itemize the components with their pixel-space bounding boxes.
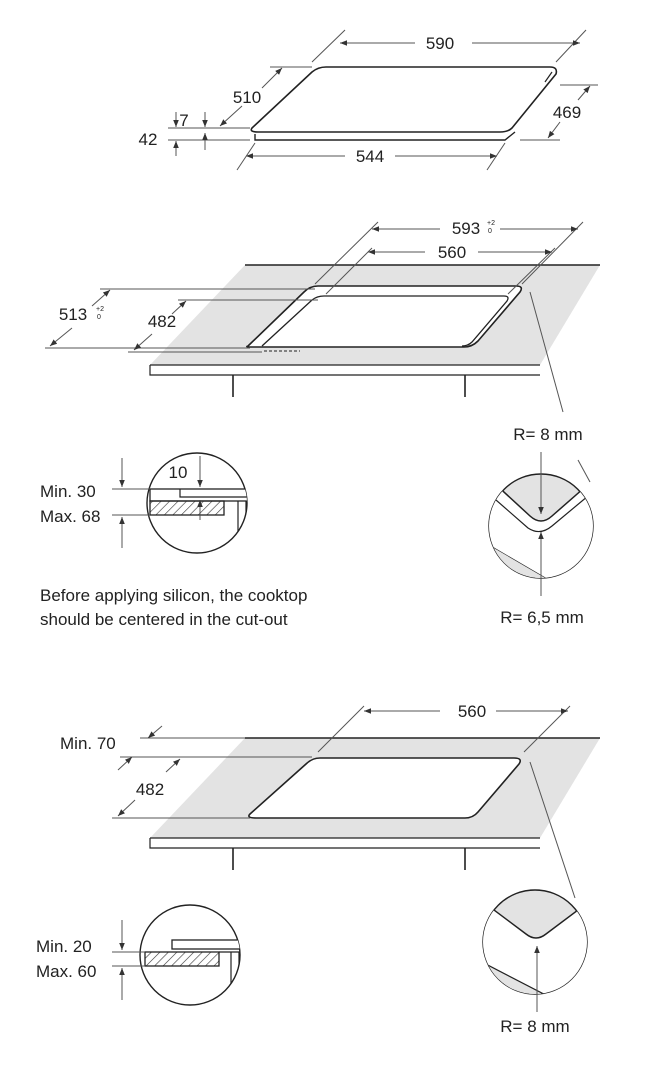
dim-hob-width: 590: [426, 34, 454, 53]
dim-hob-depth-rear: 469: [553, 103, 581, 122]
label-max-std: Max. 60: [36, 962, 96, 981]
tol-width-zero: 0: [488, 228, 492, 235]
hob-drawing: 590 510 469 544 42 7: [139, 29, 598, 171]
label-min-std: Min. 20: [36, 937, 92, 956]
dim-std-depth: 482: [136, 780, 164, 799]
dim-cutout-depth: 513: [59, 305, 87, 324]
label-min-thickness: Min. 30: [40, 482, 96, 501]
label-inner-radius: R= 6,5 mm: [500, 608, 584, 627]
flush-rebate-detail: 10 Min. 30 Max. 68: [40, 452, 248, 554]
dim-rebate-depth: 10: [169, 463, 188, 482]
tol-depth-zero: 0: [97, 314, 101, 321]
flush-cutout-drawing: 593 +2 0 560 513 +2 0 482: [45, 219, 600, 483]
label-min-front: Min. 70: [60, 734, 116, 753]
flush-corner-detail: R= 8 mm R= 6,5 mm: [488, 425, 594, 627]
dim-hob-depth: 510: [233, 88, 261, 107]
dim-hob-total-height: 42: [139, 130, 158, 149]
standard-cutout-drawing: 560 Min. 70 482: [60, 702, 600, 899]
standard-corner-detail: R= 8 mm: [482, 889, 588, 1036]
dim-hob-front-width: 544: [356, 147, 384, 166]
dim-std-width: 560: [458, 702, 486, 721]
label-max-thickness: Max. 68: [40, 507, 100, 526]
dim-cutout-inner-depth: 482: [148, 312, 176, 331]
dim-cutout-width: 593: [452, 219, 480, 238]
standard-rebate-detail: Min. 20 Max. 60: [36, 904, 241, 1006]
dim-cutout-inner-width: 560: [438, 243, 466, 262]
note-line-1: Before applying silicon, the cooktop: [40, 586, 308, 605]
tol-width-plus: +2: [487, 220, 495, 227]
label-outer-radius: R= 8 mm: [513, 425, 582, 444]
hob-top: [250, 66, 558, 133]
label-std-radius: R= 8 mm: [500, 1017, 569, 1036]
dim-glass-thickness: 7: [179, 111, 188, 130]
tol-depth-plus: +2: [96, 306, 104, 313]
note-line-2: should be centered in the cut-out: [40, 610, 288, 629]
centering-note: Before applying silicon, the cooktop sho…: [40, 584, 400, 632]
